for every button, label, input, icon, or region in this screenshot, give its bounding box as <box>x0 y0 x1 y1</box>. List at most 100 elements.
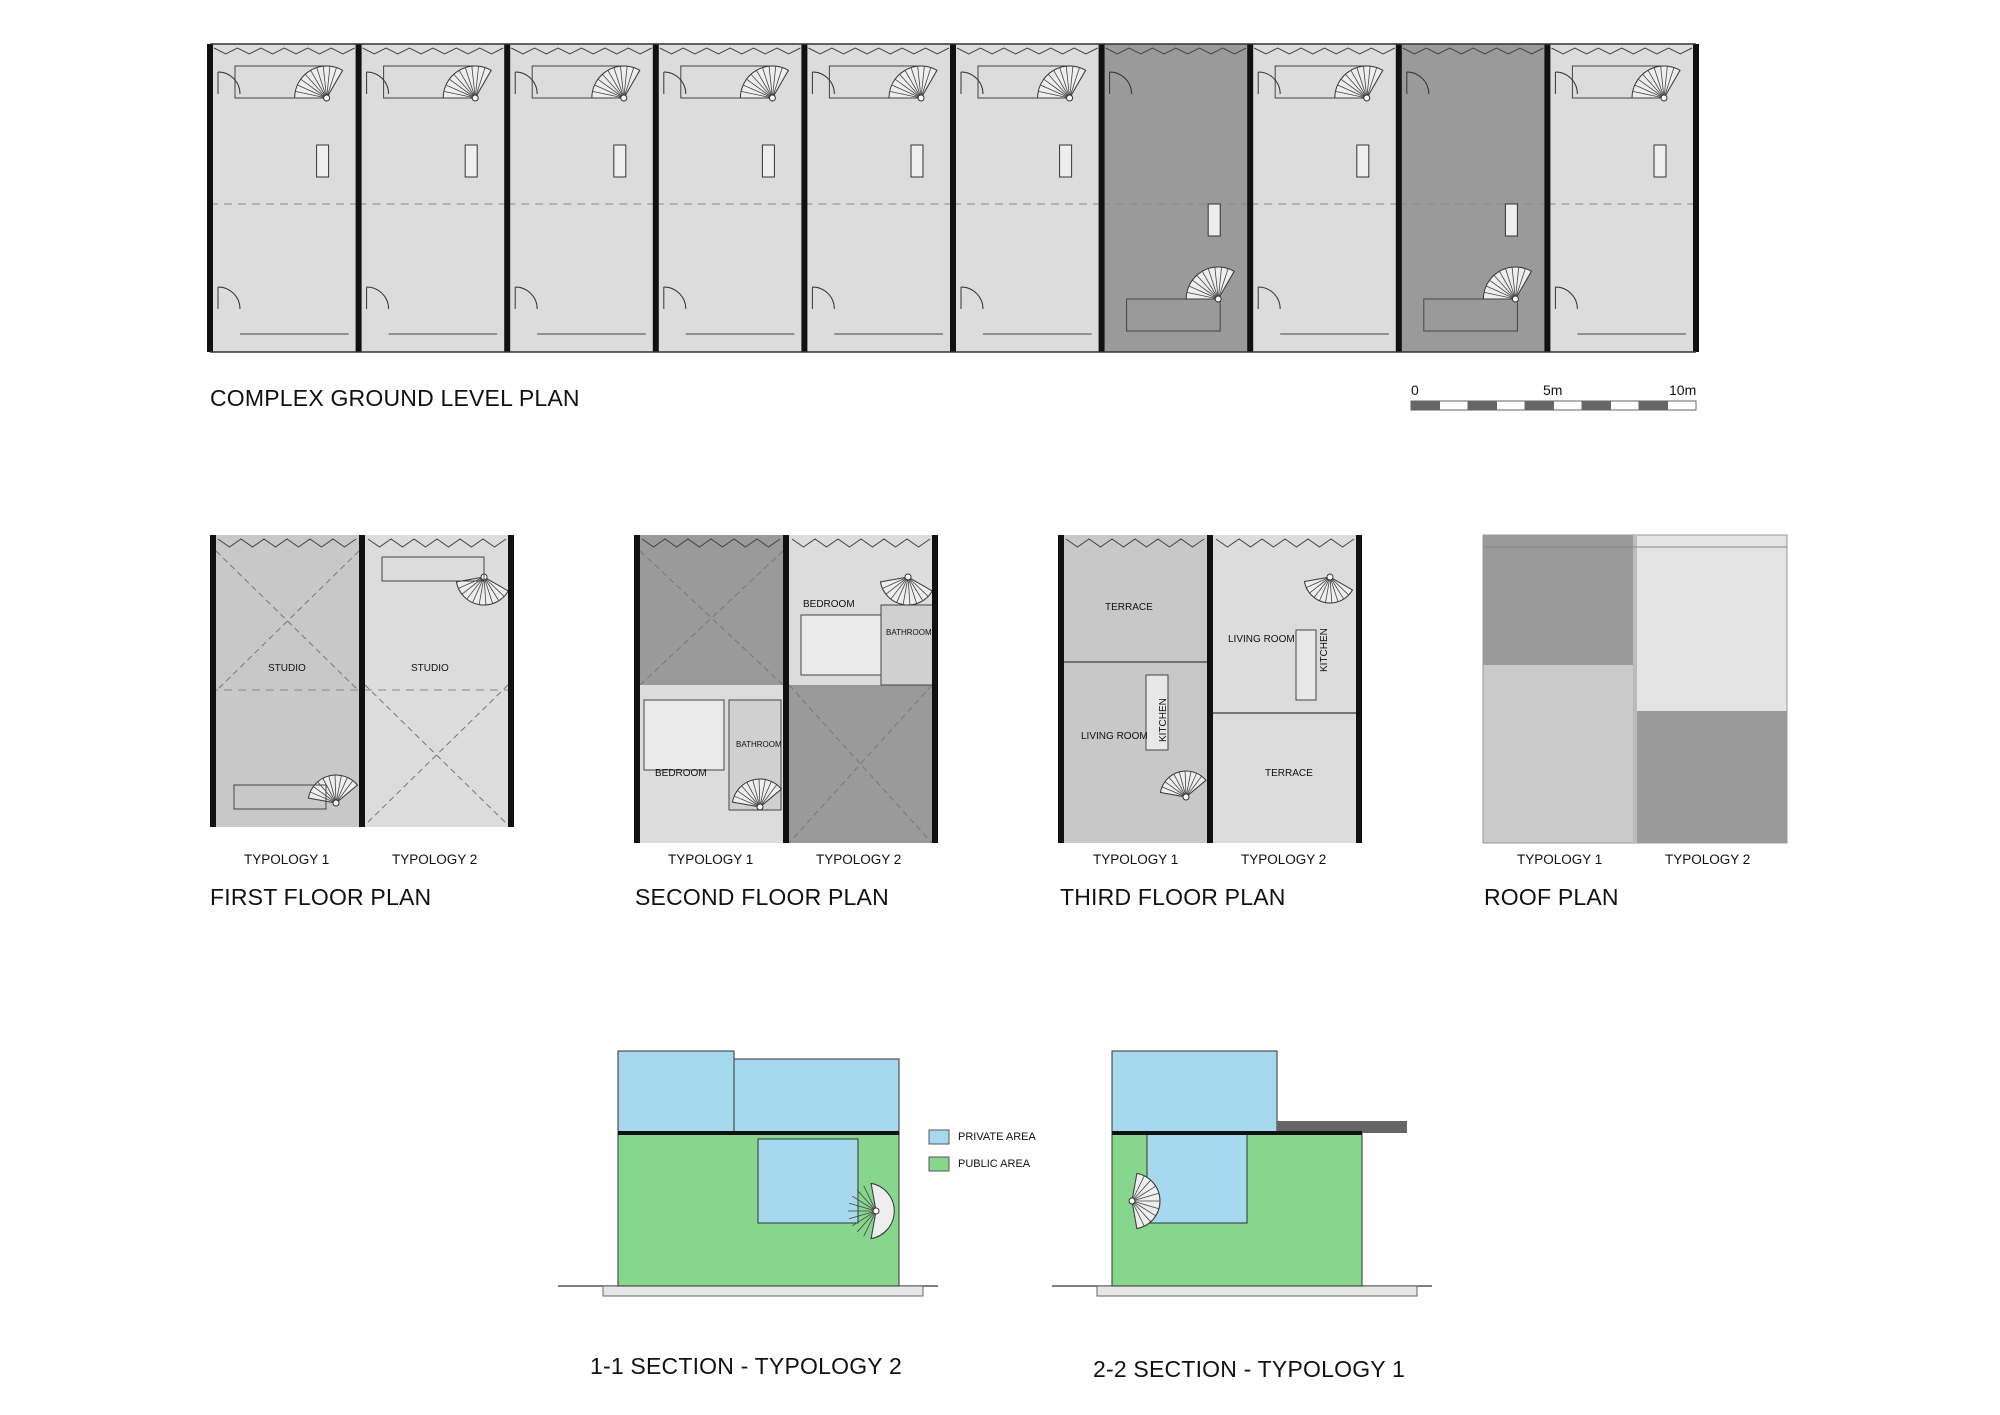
scale-label-10m: 10m <box>1669 382 1697 398</box>
stair-tread <box>1632 90 1665 99</box>
stair-tread <box>1489 279 1516 300</box>
party-wall <box>207 44 213 352</box>
stair-tread <box>852 1195 877 1212</box>
stair-tread <box>592 90 624 99</box>
stair-tread <box>856 1210 877 1233</box>
stair-tread <box>1185 771 1192 798</box>
second-floor-typology-1-label: TYPOLOGY 1 <box>668 852 754 867</box>
stair-tread <box>1313 576 1331 598</box>
fixture <box>1059 144 1073 178</box>
door-swing <box>1555 71 1578 95</box>
first-floor-typology-1-label: TYPOLOGY 1 <box>244 852 330 867</box>
slab <box>1096 1285 1418 1297</box>
door-icon <box>811 286 835 310</box>
stair-post <box>1128 1197 1136 1205</box>
stair-post <box>756 803 764 811</box>
stair-post <box>768 94 776 102</box>
stair-tread <box>768 66 773 99</box>
second-floor-title: SECOND FLOOR PLAN <box>635 884 889 910</box>
door-swing <box>960 286 984 310</box>
stair-tread <box>904 70 922 99</box>
door-swing <box>960 71 984 95</box>
stair-tread <box>856 1189 877 1212</box>
stair-tread <box>772 67 783 99</box>
stair-tread <box>863 1210 877 1237</box>
stair-tread <box>602 73 625 99</box>
door-icon <box>366 286 390 310</box>
private-area <box>617 1050 735 1134</box>
stair-tread <box>1329 576 1339 602</box>
stair-tread <box>1663 67 1675 99</box>
slab <box>602 1285 924 1297</box>
stair-tread <box>907 576 933 592</box>
stair-tread <box>597 78 625 99</box>
door-swing <box>1406 71 1430 95</box>
stair-tread <box>759 788 782 808</box>
stair-post <box>471 94 479 102</box>
room-label: STUDIO <box>268 663 306 674</box>
stair-tread <box>1069 67 1080 99</box>
door-swing <box>217 286 241 310</box>
stair-tread <box>746 78 773 99</box>
room-label: KITCHEN <box>1319 628 1330 672</box>
facade-zigzag <box>641 538 781 548</box>
void-diagonal <box>639 550 784 686</box>
stair-tread <box>907 576 918 604</box>
stair-tread <box>461 576 485 595</box>
door-icon <box>1109 71 1133 95</box>
stair-tread <box>1329 576 1345 600</box>
stair-tread <box>1053 70 1070 99</box>
stair-tread <box>907 576 924 601</box>
party-wall <box>1058 535 1064 843</box>
stair-tread <box>1637 78 1665 99</box>
stair-tread <box>623 67 635 99</box>
stair-tread <box>741 785 761 808</box>
stair-tread <box>328 775 337 804</box>
stair-tread <box>870 1183 877 1212</box>
stair-tread <box>920 67 932 99</box>
door-icon <box>1257 286 1281 310</box>
kitchen-island <box>1145 674 1169 751</box>
stair-tread <box>1217 271 1235 300</box>
third-floor-typology-2-label: TYPOLOGY 2 <box>1241 852 1327 867</box>
stair-tread <box>758 779 761 808</box>
roof-block <box>1483 535 1635 665</box>
ground-unit <box>358 44 508 352</box>
spiral-stair-icon <box>1159 770 1207 801</box>
room-label: TERRACE <box>1265 768 1313 779</box>
stair-tread <box>917 66 922 99</box>
stair-tread <box>1484 291 1516 300</box>
door-icon <box>217 286 241 310</box>
door-icon <box>1554 71 1578 95</box>
first-floor-title: FIRST FLOOR PLAN <box>210 884 432 910</box>
facade-zigzag <box>1402 47 1544 55</box>
stair-tread <box>458 576 485 589</box>
stair-post <box>917 94 925 102</box>
stair-tread <box>759 784 778 808</box>
counter <box>1423 298 1518 332</box>
stair-tread <box>474 66 479 99</box>
stair-tread <box>1192 279 1219 300</box>
second-floor-plan <box>634 535 938 844</box>
stair-tread <box>910 67 922 99</box>
stair-tread <box>890 576 909 600</box>
stair-tread <box>882 576 909 589</box>
stair-tread <box>1131 1192 1160 1202</box>
stair-tread <box>1515 271 1532 300</box>
stair-tread <box>759 779 766 808</box>
legend-public-label: PUBLIC AREA <box>958 1158 1031 1170</box>
stair-tread <box>297 84 327 99</box>
stair-tread <box>1642 73 1665 99</box>
private-area <box>1146 1132 1248 1224</box>
door-icon <box>960 71 984 95</box>
stair-tread <box>1486 285 1516 300</box>
stair-tread <box>623 70 641 99</box>
stair-tread <box>1660 66 1665 99</box>
stair-tread <box>896 576 909 603</box>
stair-tread <box>762 67 773 99</box>
stair-tread <box>1059 67 1070 99</box>
stair-tread <box>471 66 476 99</box>
stair-tread <box>741 90 773 99</box>
area-legend <box>928 1129 950 1172</box>
room-label: BATHROOM <box>886 628 932 637</box>
